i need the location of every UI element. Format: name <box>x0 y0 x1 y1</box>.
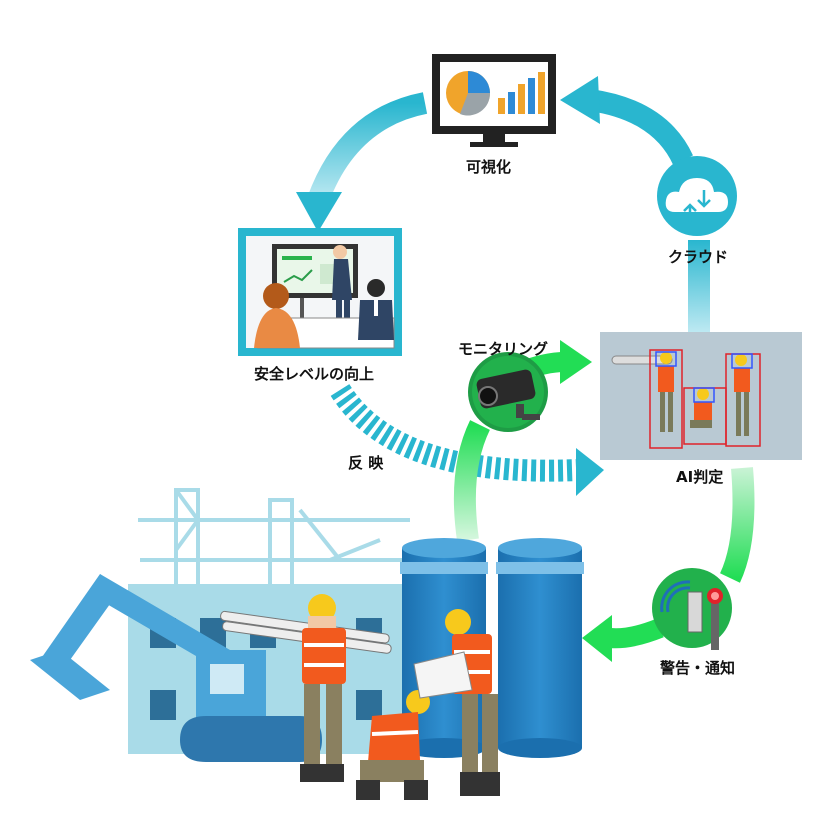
arrow-alert-to-site <box>582 615 664 662</box>
arrow-site-to-monitoring <box>453 420 491 542</box>
arrow-ai-to-alert <box>719 467 755 583</box>
arrow-ai-to-cloud <box>688 240 710 332</box>
alarm-device-icon <box>652 568 732 650</box>
cloud-label: クラウド <box>668 248 729 266</box>
camera-icon <box>468 352 548 432</box>
alert-notification-label: 警告・通知 <box>660 659 736 677</box>
meeting-scene <box>238 228 402 356</box>
monitor-chart-icon <box>432 54 556 147</box>
cloud-sync-icon <box>657 156 737 236</box>
arrow-reflection <box>330 383 604 496</box>
safety-improvement-label: 安全レベルの向上 <box>254 365 375 383</box>
monitoring-label: モニタリング <box>458 340 549 358</box>
arrow-visualize-to-meeting <box>296 92 428 232</box>
construction-site-scene <box>30 488 584 800</box>
visualization-label: 可視化 <box>466 158 512 176</box>
reflection-label: 反 映 <box>348 454 384 472</box>
arrow-cloud-to-visualize <box>560 76 693 165</box>
ai-detection-panel <box>600 332 802 460</box>
ai-judgment-label: AI判定 <box>676 468 724 486</box>
